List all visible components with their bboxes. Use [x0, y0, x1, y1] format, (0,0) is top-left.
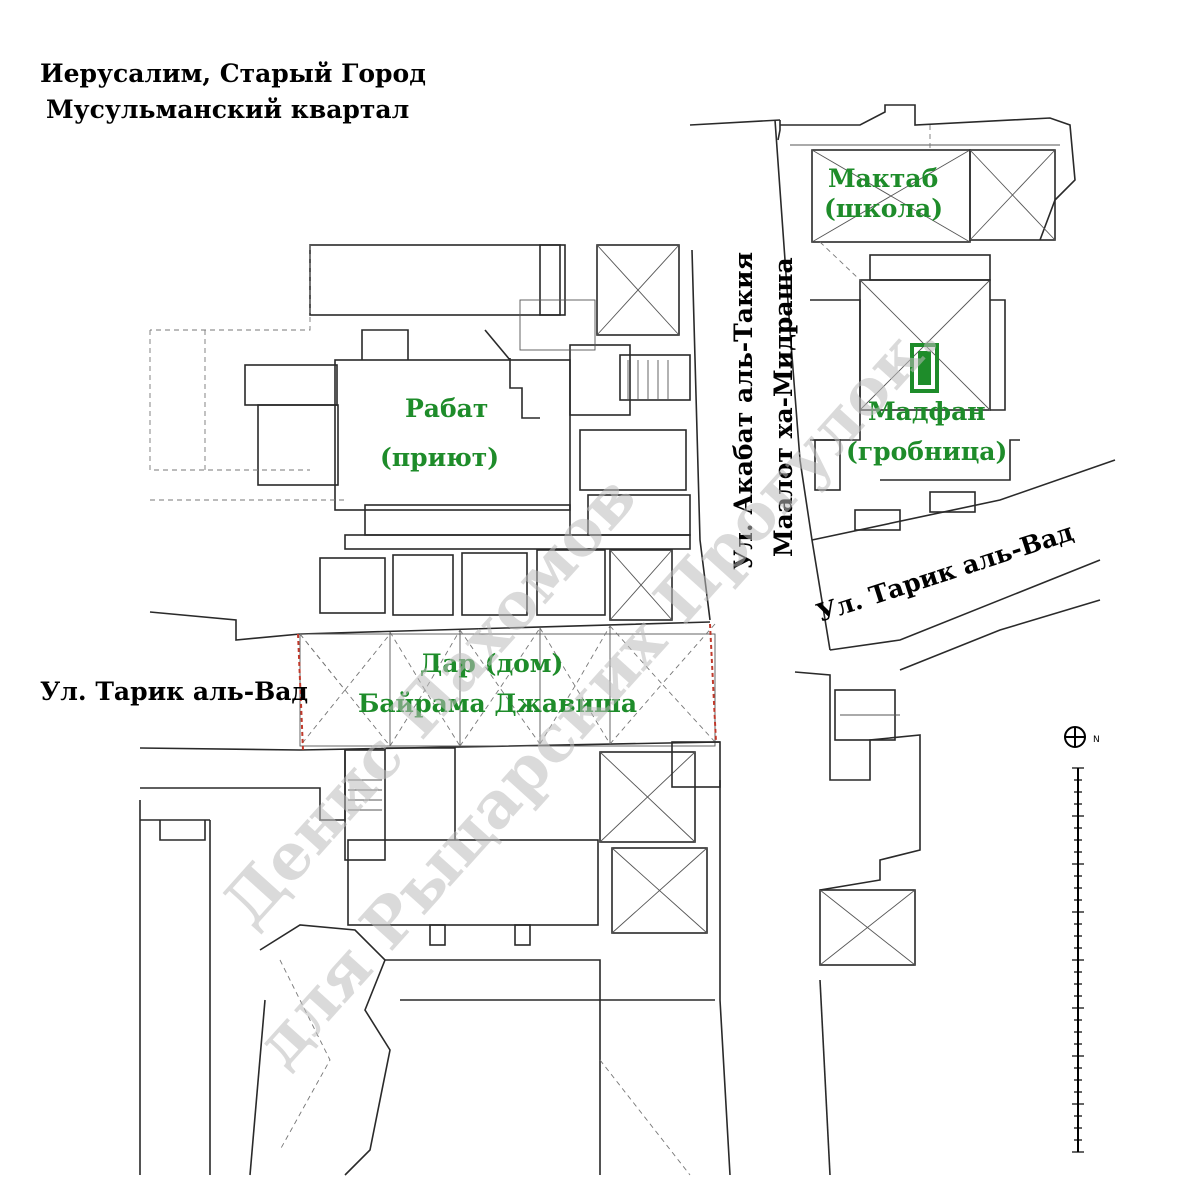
- street-maalot: Маалот ха-Мидраша: [769, 257, 798, 557]
- maktab-label: Мактаб: [828, 164, 938, 193]
- map-title-line2: Мусульманский квартал: [46, 95, 409, 124]
- street-aqabat: Ул. Акабат аль-Такия: [729, 252, 758, 570]
- watermark-line2: для Рыцарских Прогулок.: [241, 302, 953, 1081]
- dar-label: Дар (дом): [420, 649, 563, 678]
- street-tariq-left: Ул. Тарик аль-Вад: [40, 677, 308, 706]
- rabat-sublabel: (приют): [380, 443, 499, 472]
- street-tariq-right: Ул. Тарик аль-Вад: [813, 517, 1077, 627]
- madfan-sublabel: (гробница): [846, 437, 1007, 466]
- maktab-madfan-complex: [780, 104, 1076, 531]
- lower-complex: [139, 741, 731, 1176]
- rabat-complex: [149, 244, 691, 550]
- madfan-tomb-marker: [910, 343, 939, 393]
- lower-right-buildings: [794, 599, 1101, 1176]
- street-lines: [139, 119, 1116, 751]
- rabat-label: Рабат: [405, 394, 488, 423]
- shops-row: [319, 549, 673, 621]
- north-label: N: [1093, 735, 1100, 745]
- north-arrow-icon: N: [1064, 726, 1100, 748]
- map-title-line1: Иерусалим, Старый Город: [40, 59, 426, 88]
- scale-bar: [1072, 767, 1084, 1153]
- dar-sublabel: Байрама Джавиша: [358, 689, 637, 718]
- maktab-sublabel: (школа): [824, 194, 943, 223]
- madfan-label: Мадфан: [868, 397, 986, 426]
- dar-boundary-markers: [297, 623, 717, 751]
